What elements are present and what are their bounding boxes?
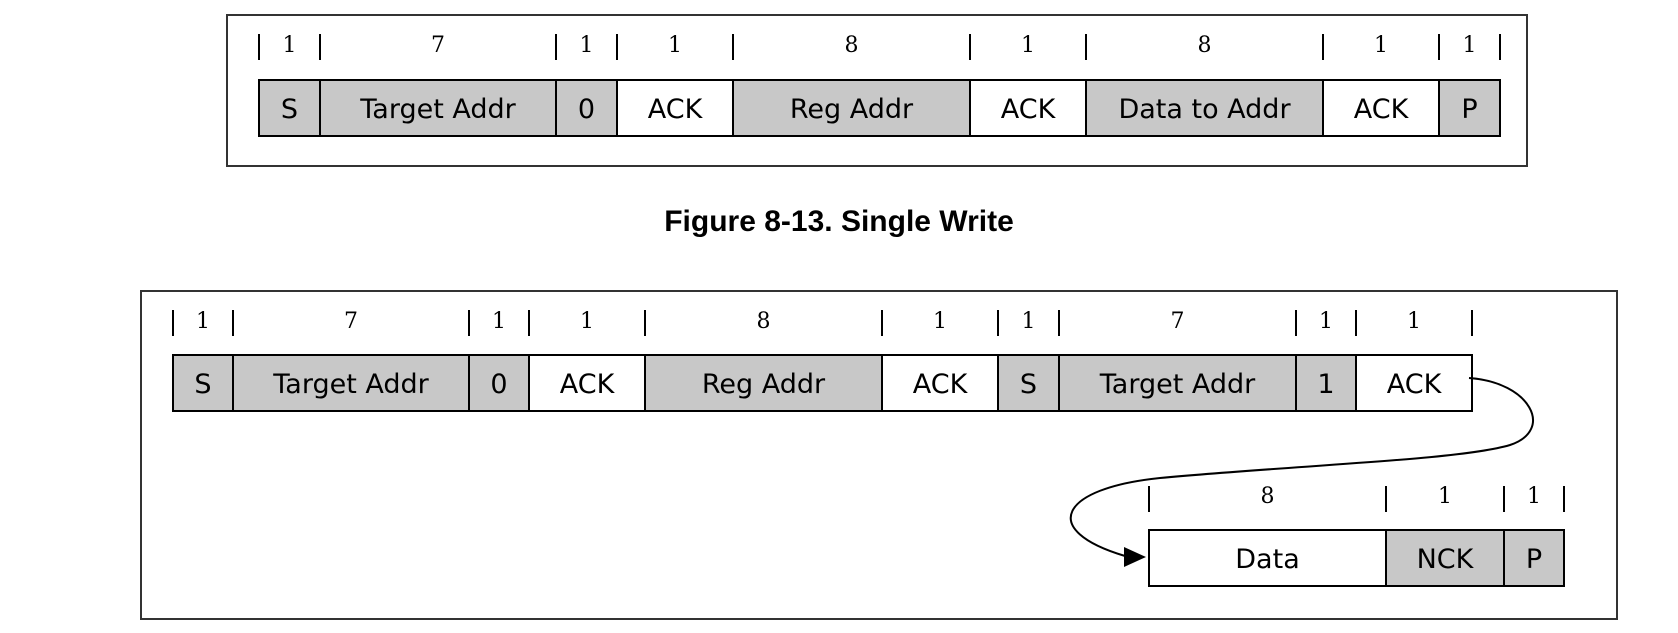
- single-read-field-label: Target Addr: [272, 369, 429, 400]
- single-read-field-label: ACK: [913, 369, 969, 400]
- single-read-bit-count: 7: [1171, 309, 1185, 334]
- single-write-field-label: Reg Addr: [790, 94, 914, 125]
- single-write-bit-count: 1: [1021, 33, 1035, 58]
- single-read-field-label: ACK: [560, 369, 616, 400]
- single-read-bit-count: 1: [196, 309, 210, 334]
- single-write-bit-count: 1: [1463, 33, 1477, 58]
- single-read-data-field-box: [1385, 529, 1505, 587]
- single-read-bit-count: 8: [757, 309, 771, 334]
- single-read-bit-count: 1: [580, 309, 594, 334]
- single-read-field-label: 0: [490, 369, 507, 400]
- single-write-field-box: [319, 79, 557, 137]
- single-read-data-bit-count: 1: [1527, 484, 1541, 509]
- single-write-field-box: [969, 79, 1087, 137]
- single-read-data-bit-count: 8: [1261, 484, 1275, 509]
- single-write-field-label: ACK: [648, 94, 704, 125]
- single-write-field-box: [1085, 79, 1324, 137]
- single-write-field-box: [258, 79, 321, 137]
- single-read-bit-count: 7: [344, 309, 358, 334]
- single-write-bit-count: 1: [1374, 33, 1388, 58]
- single-read-bit-count: 1: [1407, 309, 1421, 334]
- single-read-field-box: [881, 354, 999, 412]
- single-read-field-box: [528, 354, 646, 412]
- single-read-field-box: [1295, 354, 1357, 412]
- single-read-field-label: 1: [1317, 369, 1334, 400]
- single-read-field-label: ACK: [1387, 369, 1443, 400]
- single-read-bit-count: 1: [933, 309, 947, 334]
- single-write-field-label: P: [1461, 94, 1477, 125]
- single-write-field-box: [1322, 79, 1440, 137]
- single-write-bit-count: 8: [845, 33, 859, 58]
- single-read-bit-count: 1: [492, 309, 506, 334]
- single-write-bit-count: 1: [668, 33, 682, 58]
- single-write-field-label: 0: [578, 94, 595, 125]
- single-write-field-label: S: [281, 94, 298, 125]
- single-read-field-box: [468, 354, 530, 412]
- single-write-field-label: ACK: [1001, 94, 1057, 125]
- single-read-field-label: Reg Addr: [702, 369, 826, 400]
- single-read-data-field-box: [1503, 529, 1565, 587]
- single-write-field-label: Data to Addr: [1118, 94, 1291, 125]
- single-read-field-label: S: [194, 369, 211, 400]
- single-write-field-box: [1438, 79, 1501, 137]
- arrowhead-icon: [1124, 547, 1146, 567]
- single-write-field-label: Target Addr: [359, 94, 516, 125]
- single-write-field-box: [555, 79, 618, 137]
- single-read-field-label: S: [1020, 369, 1037, 400]
- single-write-bit-count: 7: [431, 33, 445, 58]
- single-read-field-box: [644, 354, 883, 412]
- single-read-field-box: [997, 354, 1060, 412]
- single-write-field-label: ACK: [1354, 94, 1410, 125]
- continuation-arrow: [1069, 377, 1534, 557]
- single-read-data-bit-count: 1: [1438, 484, 1452, 509]
- single-read-data-field-label: Data: [1235, 544, 1299, 575]
- single-write-bit-count: 1: [283, 33, 297, 58]
- single-read-field-box: [1355, 354, 1473, 412]
- single-read-field-box: [1058, 354, 1297, 412]
- single-write-field-box: [616, 79, 734, 137]
- figure-caption: Figure 8-13. Single Write: [664, 205, 1014, 238]
- single-read-data-field-box: [1148, 529, 1387, 587]
- single-read-data-field-label: NCK: [1417, 544, 1475, 575]
- single-read-bit-count: 1: [1022, 309, 1036, 334]
- single-read-field-label: Target Addr: [1099, 369, 1256, 400]
- single-read-field-box: [232, 354, 470, 412]
- single-write-bit-count: 1: [580, 33, 594, 58]
- single-read-bit-count: 1: [1319, 309, 1333, 334]
- single-write-bit-count: 8: [1198, 33, 1212, 58]
- single-read-data-field-label: P: [1526, 544, 1542, 575]
